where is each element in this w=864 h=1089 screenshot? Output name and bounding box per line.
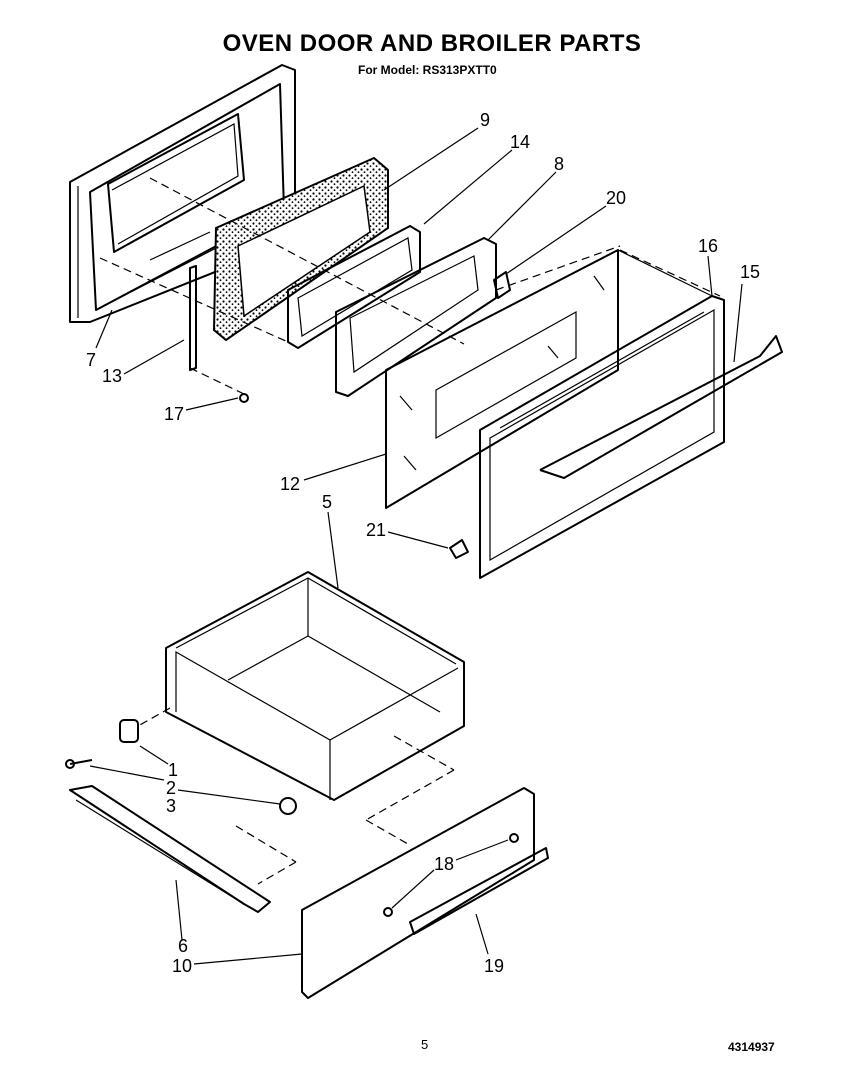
door-liner-frame-part xyxy=(335,237,497,397)
leader-lines xyxy=(89,127,743,965)
callout-5: 5 xyxy=(322,492,332,512)
callout-20: 20 xyxy=(606,188,626,208)
callout-16: 16 xyxy=(698,236,718,256)
callout-18: 18 xyxy=(434,854,454,874)
hinge-bracket-part xyxy=(493,271,511,299)
callout-17: 17 xyxy=(164,404,184,424)
callout-3: 3 xyxy=(166,796,176,816)
screw-part xyxy=(239,393,249,403)
callout-labels: 9 14 8 20 16 15 7 13 17 12 5 21 1 2 3 18… xyxy=(86,110,760,976)
callout-19: 19 xyxy=(484,956,504,976)
callout-8: 8 xyxy=(554,154,564,174)
document-number: 4314937 xyxy=(728,1040,775,1054)
door-gasket-part xyxy=(212,156,389,342)
callout-13: 13 xyxy=(102,366,122,386)
inner-window-frame-part xyxy=(287,225,421,349)
drawer-rail-part xyxy=(69,785,271,913)
callout-6: 6 xyxy=(178,936,188,956)
hinge-clip-part xyxy=(449,539,469,559)
callout-7: 7 xyxy=(86,350,96,370)
callout-15: 15 xyxy=(740,262,760,282)
door-handle-part xyxy=(539,335,783,479)
hinge-rod-part xyxy=(189,265,197,371)
drawer-bushing-part xyxy=(119,719,139,743)
callout-14: 14 xyxy=(510,132,530,152)
door-glass-panel-part xyxy=(385,249,619,509)
callout-9: 9 xyxy=(480,110,490,130)
drawer-trim-strip-part xyxy=(409,847,549,935)
page-title: OVEN DOOR AND BROILER PARTS xyxy=(222,30,642,57)
callout-2: 2 xyxy=(166,778,176,798)
callout-10: 10 xyxy=(172,956,192,976)
door-outer-frame-part xyxy=(479,249,725,579)
callout-1: 1 xyxy=(168,760,178,780)
callout-21: 21 xyxy=(366,520,386,540)
broiler-drawer-part xyxy=(165,571,465,801)
model-subtitle: For Model: RS313PXTT0 xyxy=(358,63,497,77)
assembly-lines xyxy=(99,177,721,885)
drawer-roller-part xyxy=(279,797,297,815)
page-number: 5 xyxy=(421,1037,429,1052)
drawer-front-panel-part xyxy=(301,787,535,999)
drawer-screw-part xyxy=(65,759,93,769)
callout-12: 12 xyxy=(280,474,300,494)
